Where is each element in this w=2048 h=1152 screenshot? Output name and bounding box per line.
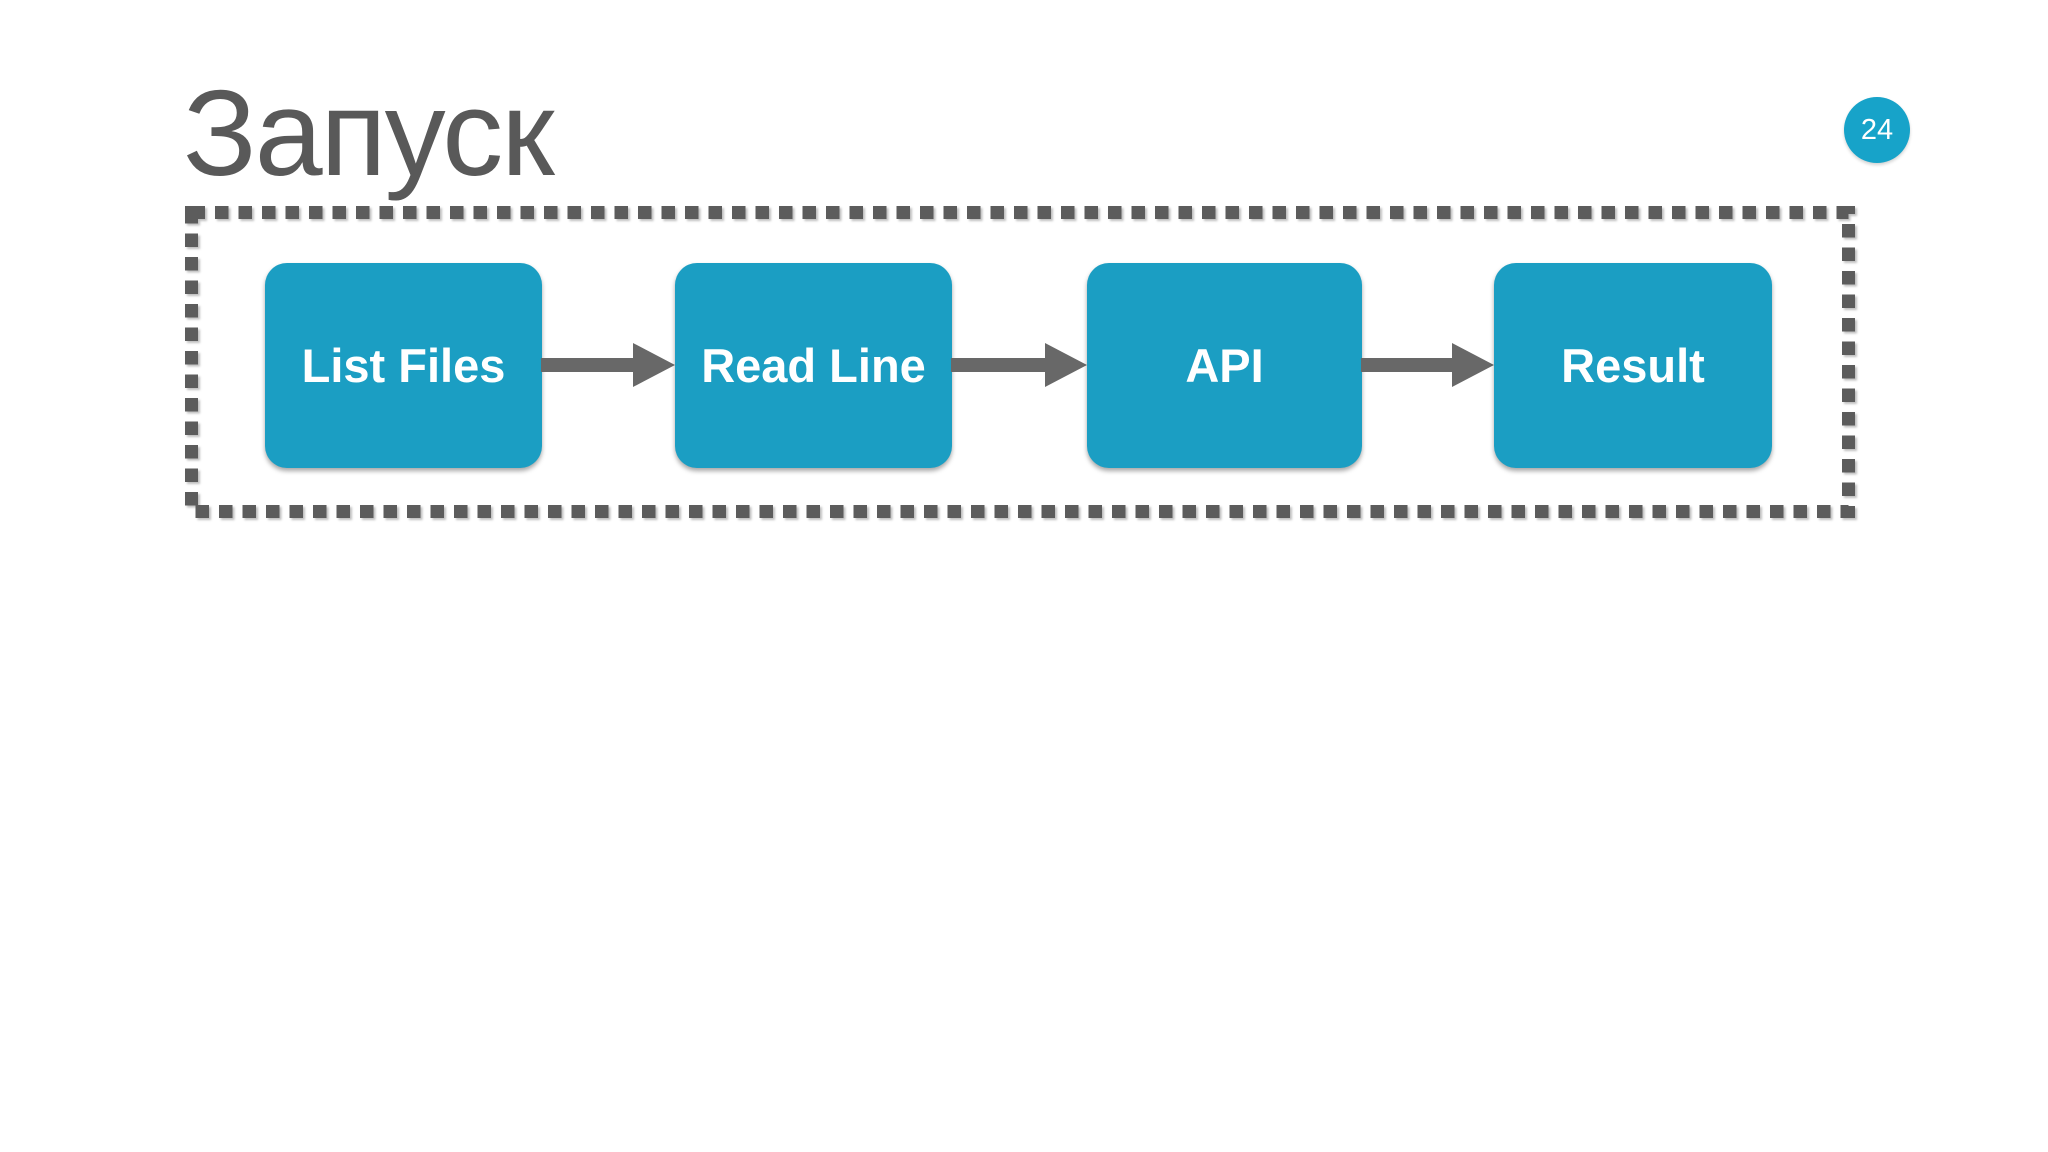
flow-group-dashed-border bbox=[185, 206, 1855, 518]
flow-node-read-line: Read Line bbox=[675, 263, 952, 468]
flow-node-label: Result bbox=[1561, 339, 1705, 392]
flow-node-api: API bbox=[1087, 263, 1362, 468]
arrow-head bbox=[633, 343, 675, 387]
flow-node-label: List Files bbox=[301, 339, 506, 392]
flow-node-result: Result bbox=[1494, 263, 1772, 468]
flow-node-label: Read Line bbox=[701, 339, 926, 392]
flow-node-list-files: List Files bbox=[265, 263, 542, 468]
arrow-shaft bbox=[951, 358, 1051, 372]
page-number-badge: 24 bbox=[1844, 97, 1910, 163]
page-number: 24 bbox=[1860, 113, 1894, 146]
arrow-right-icon bbox=[951, 343, 1087, 387]
flow-node-label: API bbox=[1185, 339, 1264, 392]
arrow-head bbox=[1045, 343, 1087, 387]
arrow-right-icon bbox=[1361, 343, 1494, 387]
arrow-shaft bbox=[541, 358, 639, 372]
slide-title: Запуск bbox=[183, 65, 555, 201]
arrow-right-icon bbox=[541, 343, 675, 387]
arrow-head bbox=[1452, 343, 1494, 387]
arrow-shaft bbox=[1361, 358, 1458, 372]
